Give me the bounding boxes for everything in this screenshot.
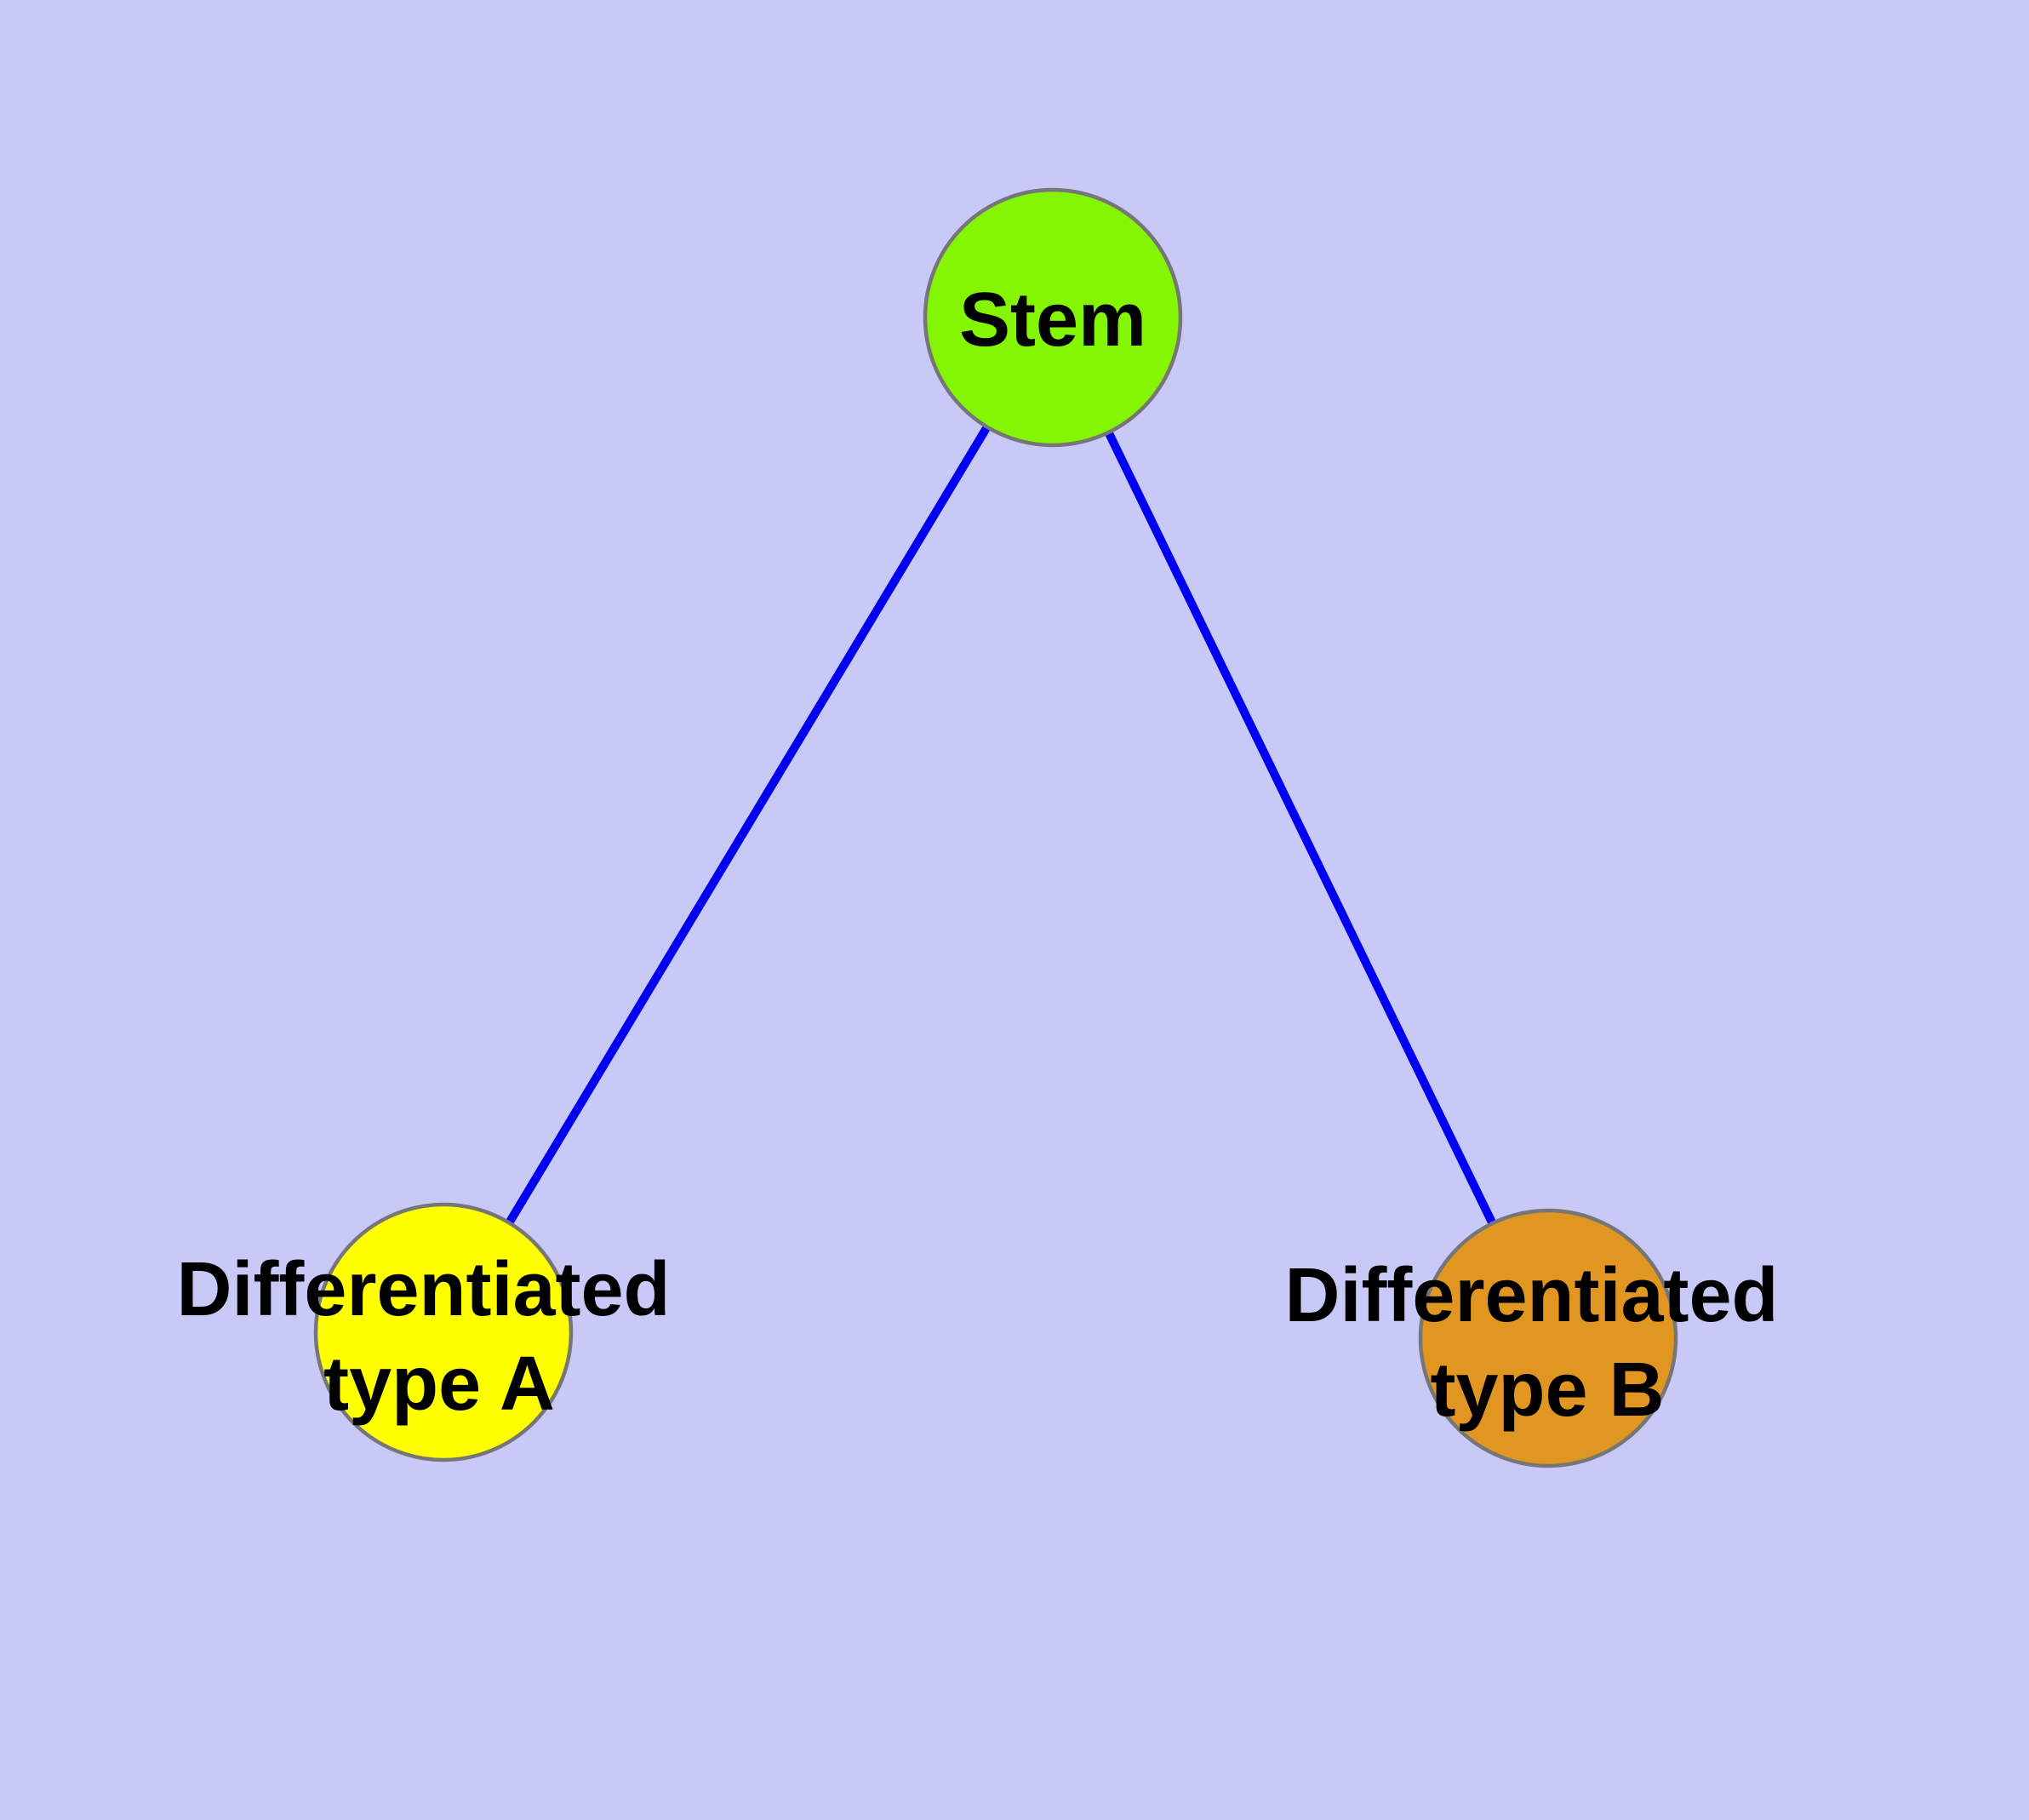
nodes-layer: Stem Differentiated type A Differentiate… [176,187,1799,1468]
node-stem: Stem [923,187,1183,448]
edge-stem-to-type-a [439,315,1057,1335]
type-b-node-label: Differentiated type B [1284,1253,1799,1433]
type-b-node-circle [1418,1208,1678,1468]
type-a-node-circle [313,1202,574,1462]
edges-layer [439,315,1552,1341]
type-a-node-label: Differentiated type A [176,1247,691,1427]
stem-node-label: Stem [959,278,1146,363]
stem-node-circle [923,187,1183,448]
node-differentiated-type-a: Differentiated type A [176,1202,691,1462]
node-differentiated-type-b: Differentiated type B [1284,1208,1799,1468]
edge-stem-to-type-b [1049,315,1552,1341]
